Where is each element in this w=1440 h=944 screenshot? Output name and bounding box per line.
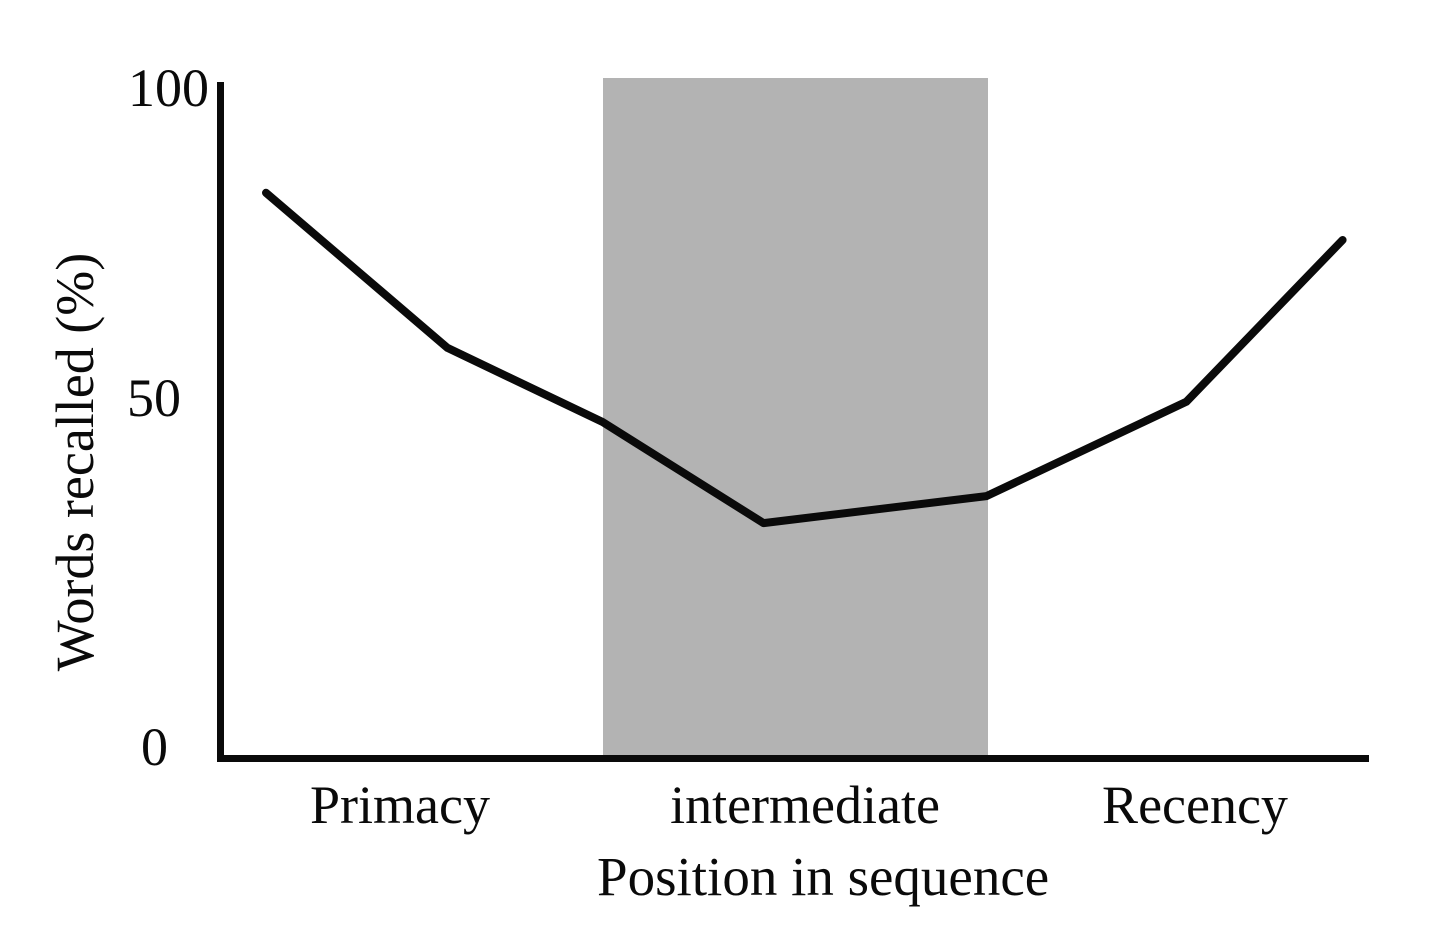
x-category-intermediate: intermediate [670, 775, 940, 835]
y-tick-50: 50 [127, 368, 181, 428]
x-axis-title: Position in sequence [597, 846, 1050, 907]
recall-curve-line [262, 188, 1347, 528]
y-tick-100: 100 [128, 58, 209, 118]
x-axis-line [217, 755, 1369, 762]
y-axis-title: Words recalled (%) [45, 252, 105, 672]
intermediate-shaded-band [603, 78, 988, 759]
x-category-primacy: Primacy [310, 775, 490, 835]
y-tick-0: 0 [141, 717, 168, 777]
x-category-recency: Recency [1102, 775, 1288, 835]
y-axis-line [217, 82, 224, 762]
